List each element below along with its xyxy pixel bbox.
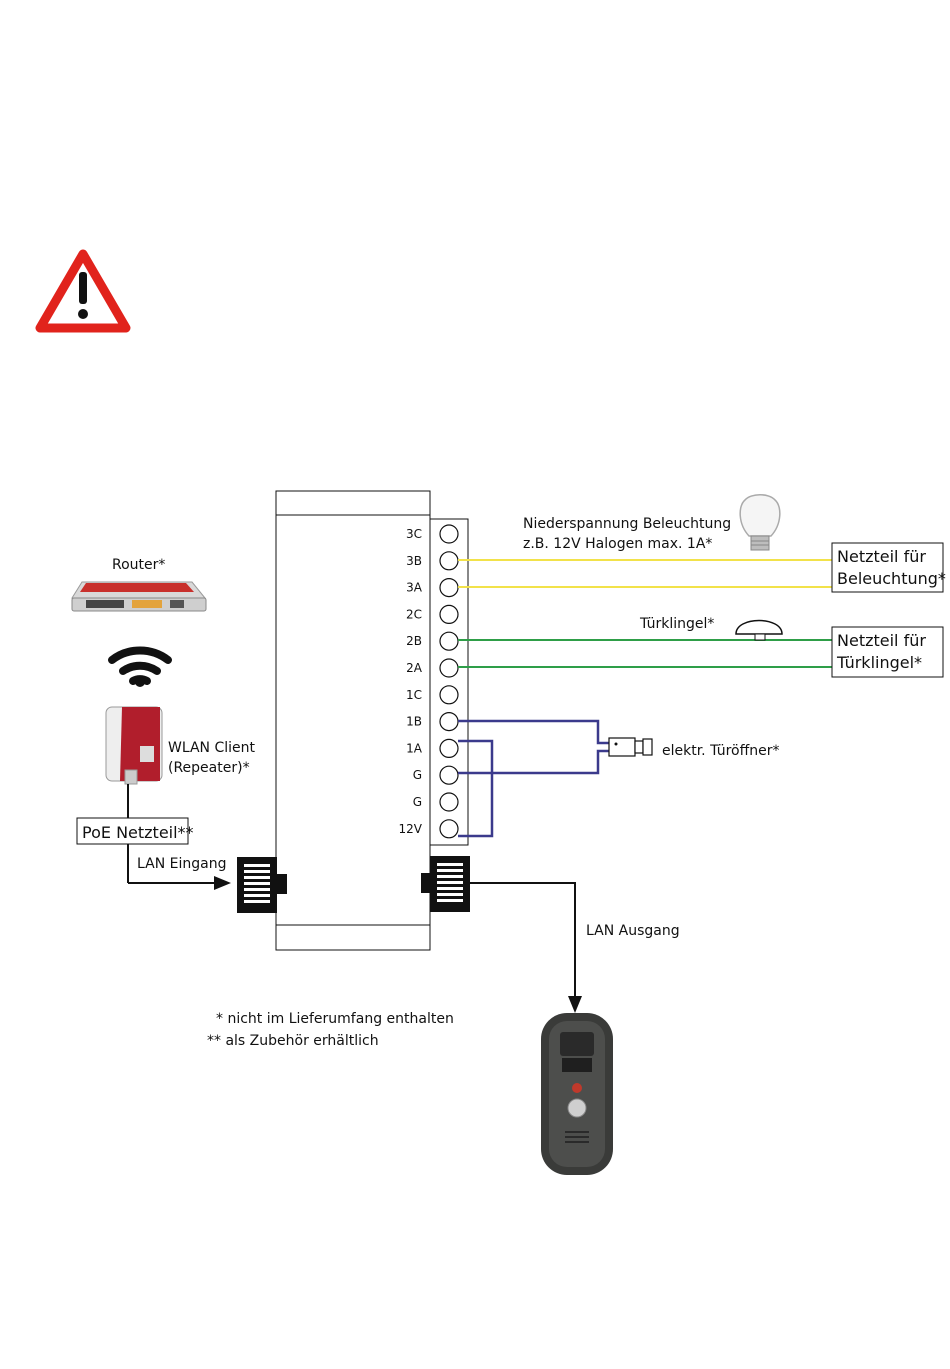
- rj45-out-icon: [421, 856, 470, 912]
- wifi-icon: [108, 646, 172, 685]
- doorbell-psu-box: [831, 626, 944, 678]
- lan-out-label: LAN Ausgang: [586, 923, 680, 939]
- terminal-label: 3B: [406, 554, 422, 568]
- terminal-label: G: [413, 795, 422, 809]
- poe-psu-box: [76, 817, 189, 845]
- terminal-block: [429, 518, 469, 846]
- terminal-screw: [439, 819, 459, 839]
- terminal-label: 2C: [406, 607, 422, 621]
- terminal-label: G: [413, 768, 422, 782]
- terminal-screw: [439, 711, 459, 732]
- module-body: [275, 490, 431, 951]
- intercom-icon: [541, 1013, 613, 1175]
- lan-in-label: LAN Eingang: [137, 856, 226, 872]
- lighting-label-line1: Niederspannung Beleuchtung: [523, 516, 731, 532]
- terminal-screw: [439, 577, 459, 598]
- terminal-label: 2A: [406, 661, 423, 675]
- repeater-icon: [105, 706, 163, 785]
- terminal-label: 1C: [406, 688, 422, 702]
- terminal-screw: [439, 658, 459, 678]
- doorbell-icon: [735, 619, 783, 641]
- doorbell-psu-line1: Netzteil für: [837, 631, 926, 650]
- note-not-included: * nicht im Lieferumfang enthalten: [216, 1011, 454, 1027]
- terminal-screw: [439, 685, 459, 705]
- lighting-label-line2: z.B. 12V Halogen max. 1A*: [523, 536, 712, 552]
- rj45-in-icon: [237, 857, 287, 913]
- light-bulb-icon: [739, 494, 781, 551]
- terminal-label: 2B: [406, 634, 422, 648]
- terminal-label: 3A: [406, 581, 423, 595]
- terminal-screw: [439, 551, 459, 571]
- lan-in-arrow: [214, 876, 231, 890]
- terminal-label: 3C: [406, 527, 422, 541]
- warning-icon: [35, 249, 131, 333]
- door-opener-icon: [608, 737, 653, 757]
- terminal-label: 1B: [406, 715, 422, 729]
- doorbell-psu-line2: Türklingel*: [836, 653, 922, 672]
- lan-out-arrow: [568, 996, 582, 1013]
- terminal-label: 12V: [399, 822, 423, 836]
- lighting-psu-line2: Beleuchtung*: [837, 569, 946, 588]
- opener-wires: [458, 719, 609, 838]
- wifi-dot: [135, 677, 145, 687]
- lighting-psu-line1: Netzteil für: [837, 547, 926, 566]
- poe-psu-label: PoE Netzteil**: [82, 823, 194, 842]
- repeater-label-line2: (Repeater)*: [168, 760, 250, 776]
- doorbell-wires: [458, 639, 832, 668]
- terminal-screw: [439, 792, 459, 812]
- terminal-screw: [439, 765, 459, 785]
- terminal-screw: [439, 738, 459, 759]
- lighting-psu-box: [831, 542, 944, 593]
- router-label: Router*: [112, 557, 165, 573]
- terminal-screw: [439, 631, 459, 651]
- opener-label: elektr. Türöffner*: [662, 743, 780, 759]
- terminal-screw: [439, 604, 459, 625]
- lighting-wires: [458, 559, 832, 588]
- lan-out-cable: [470, 882, 576, 997]
- terminal-screw: [439, 524, 459, 544]
- repeater-label-line1: WLAN Client: [168, 740, 256, 756]
- doorbell-label: Türklingel*: [639, 616, 714, 632]
- router-icon: [71, 581, 207, 612]
- note-accessory: ** als Zubehör erhältlich: [207, 1033, 379, 1049]
- terminal-label: 1A: [406, 741, 423, 755]
